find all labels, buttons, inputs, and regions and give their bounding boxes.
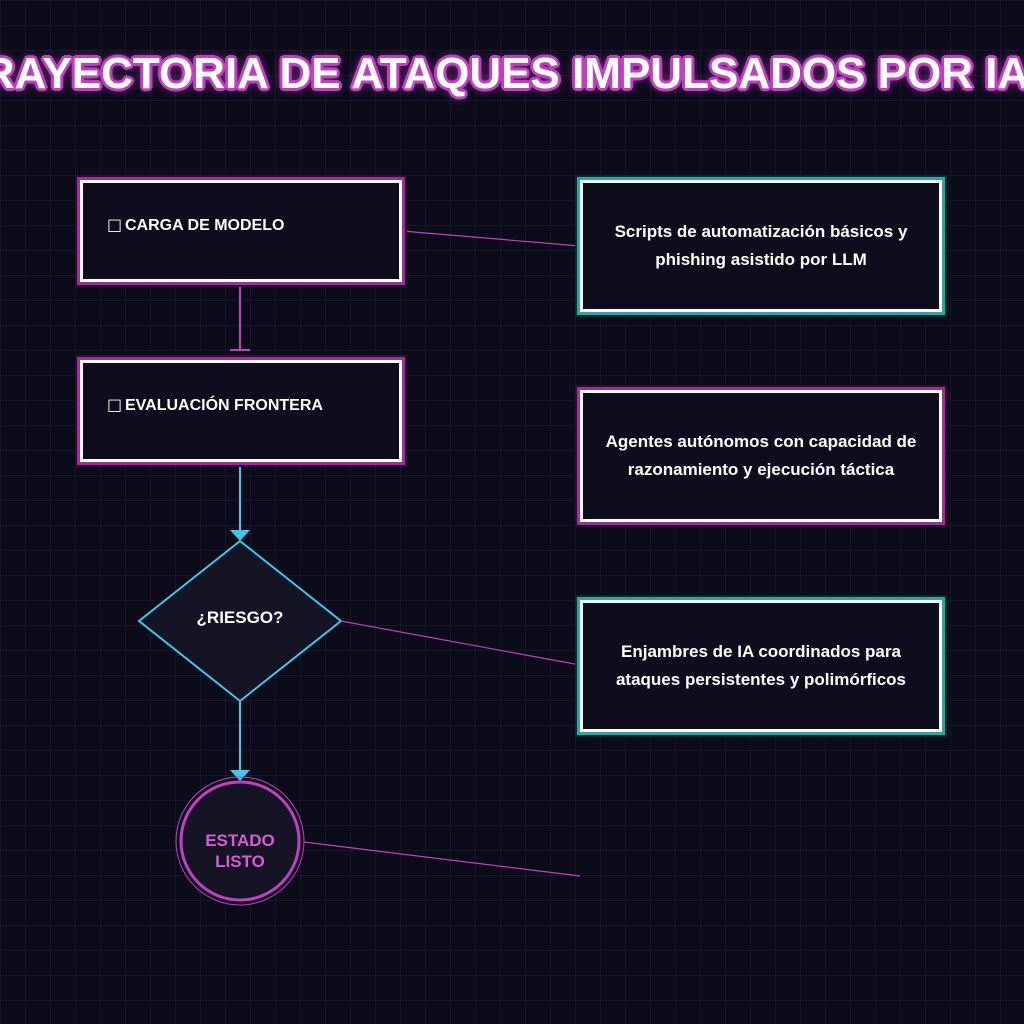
step-carga-de-modelo: □CARGA DE MODELO [80,180,402,282]
diagram-title: TRAYECTORIA DE ATAQUES IMPULSADOS POR IA [0,49,1024,98]
link-end-empty [303,841,581,877]
box-icon: □ [107,395,123,414]
note-automation: Scripts de automatización básicos y phis… [580,180,942,312]
end-state-label: ESTADO LISTO [205,831,275,871]
note-ai-swarms: Enjambres de IA coordinados para ataques… [580,600,942,732]
step-label: □EVALUACIÓN FRONTERA [107,395,323,414]
arrowhead-end [230,770,250,781]
note-autonomous-agents: Agentes autónomos con capacidad de razon… [580,390,942,522]
arrowhead-decision [230,530,250,541]
link-step1-note1 [401,230,581,247]
step-evaluacion-frontera: □EVALUACIÓN FRONTERA [80,360,402,462]
link-decision-note3 [340,620,581,666]
decision-label: ¿RIESGO? [196,608,284,627]
end-state-circle [179,780,301,902]
box-icon: □ [107,215,123,234]
end-state-outer-ring [175,776,305,906]
step-label: □CARGA DE MODELO [107,215,285,234]
